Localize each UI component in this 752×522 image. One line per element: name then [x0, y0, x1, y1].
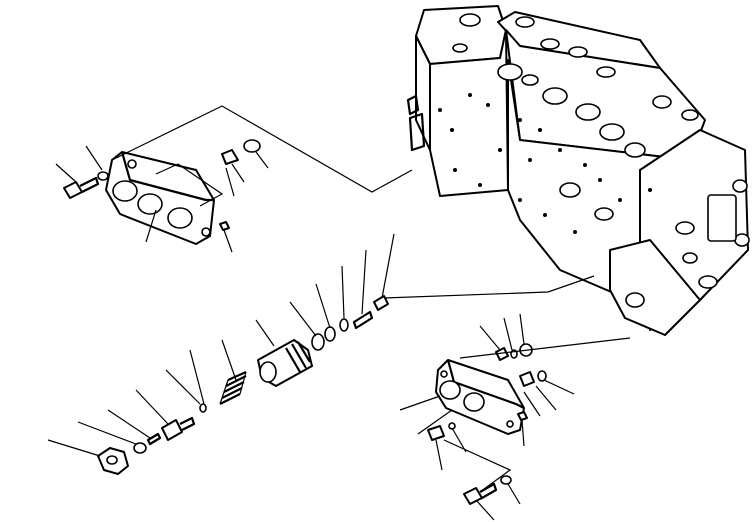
plug-small — [373, 295, 389, 311]
o-ring-1 — [133, 442, 147, 454]
callout-leaders — [47, 145, 575, 521]
assembly-leader-lines — [111, 105, 631, 493]
spring — [219, 370, 247, 405]
adjust-screw — [161, 416, 196, 441]
bolt-upper-left — [63, 176, 100, 199]
bolt-lower-right — [463, 475, 512, 505]
plunger — [352, 310, 374, 330]
plug-upper-left — [221, 139, 261, 165]
control-valve-body — [406, 5, 750, 336]
backup-ring — [324, 326, 336, 342]
o-ring-2 — [311, 333, 325, 351]
pin-1 — [146, 432, 162, 446]
valve-sleeve — [257, 339, 313, 387]
plug-lower-left — [427, 422, 456, 441]
plug-right — [519, 370, 547, 387]
o-ring-3 — [339, 318, 349, 332]
cap-nut — [97, 447, 129, 475]
small-plug-upper-left — [219, 221, 230, 231]
cover-plate-upper-left — [105, 151, 215, 245]
washer-2 — [199, 403, 207, 413]
washer-upper-left — [97, 171, 109, 181]
cover-plate-lower-right — [435, 359, 525, 435]
small-plug-lower-right — [517, 411, 528, 421]
